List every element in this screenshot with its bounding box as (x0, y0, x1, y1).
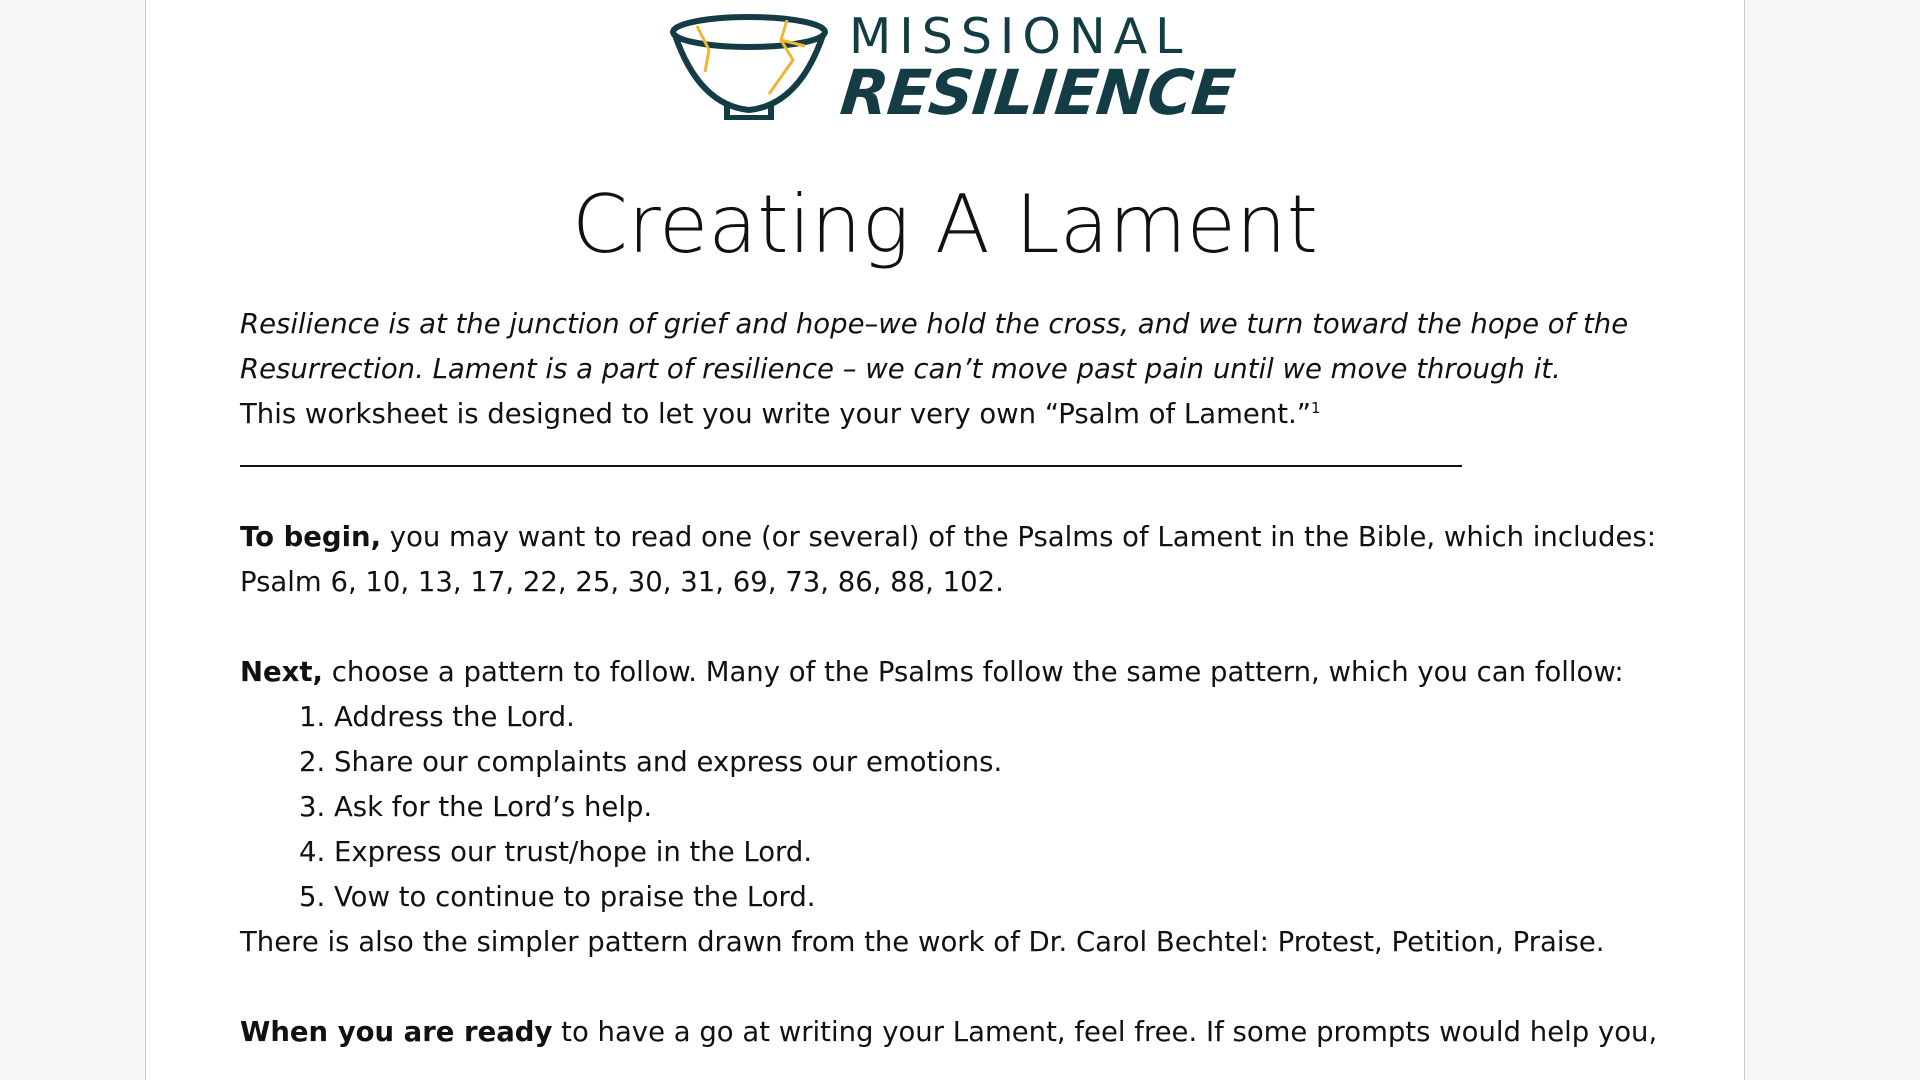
logo-word-missional: MISSIONAL (849, 8, 1191, 65)
document-page: MISSIONAL RESILIENCE Creating A Lament R… (145, 0, 1745, 1080)
begin-paragraph: To begin, you may want to read one (or s… (240, 515, 1680, 560)
paragraph-gap (240, 965, 1680, 1010)
bowl-icon (670, 14, 828, 120)
list-item: Ask for the Lord’s help. (334, 785, 1680, 830)
list-item: Address the Lord. (334, 695, 1680, 740)
list-item: Vow to continue to praise the Lord. (334, 875, 1680, 920)
ready-lead: When you are ready (240, 1016, 553, 1048)
intro-italic-line-1: Resilience is at the junction of grief a… (240, 308, 1629, 340)
horizontal-rule (240, 465, 1462, 467)
next-text: choose a pattern to follow. Many of the … (323, 656, 1624, 688)
ready-paragraph: When you are ready to have a go at writi… (240, 1010, 1680, 1055)
page-title: Creating A Lament (572, 178, 1318, 271)
missional-resilience-logo: MISSIONAL RESILIENCE (669, 8, 1237, 129)
next-paragraph: Next, choose a pattern to follow. Many o… (240, 650, 1680, 695)
list-item: Express our trust/hope in the Lord. (334, 830, 1680, 875)
intro-italic-line-2: Resurrection. Lament is a part of resili… (240, 353, 1561, 385)
next-lead: Next, (240, 656, 323, 688)
psalm-list-line: Psalm 6, 10, 13, 17, 22, 25, 30, 31, 69,… (240, 566, 1004, 598)
intro-normal-text: This worksheet is designed to let you wr… (240, 398, 1311, 430)
begin-lead: To begin, (240, 521, 382, 553)
intro-normal-line: This worksheet is designed to let you wr… (240, 392, 1680, 437)
logo-word-resilience: RESILIENCE (837, 56, 1238, 129)
paragraph-gap (240, 605, 1680, 650)
document-body: Resilience is at the junction of grief a… (240, 302, 1680, 1055)
simpler-pattern-line: There is also the simpler pattern drawn … (240, 926, 1605, 958)
footnote-marker[interactable]: 1 (1311, 398, 1321, 417)
ready-text: to have a go at writing your Lament, fee… (552, 1016, 1658, 1048)
lament-pattern-list: Address the Lord. Share our complaints a… (240, 695, 1680, 920)
list-item: Share our complaints and express our emo… (334, 740, 1680, 785)
begin-text: you may want to read one (or several) of… (381, 521, 1656, 553)
